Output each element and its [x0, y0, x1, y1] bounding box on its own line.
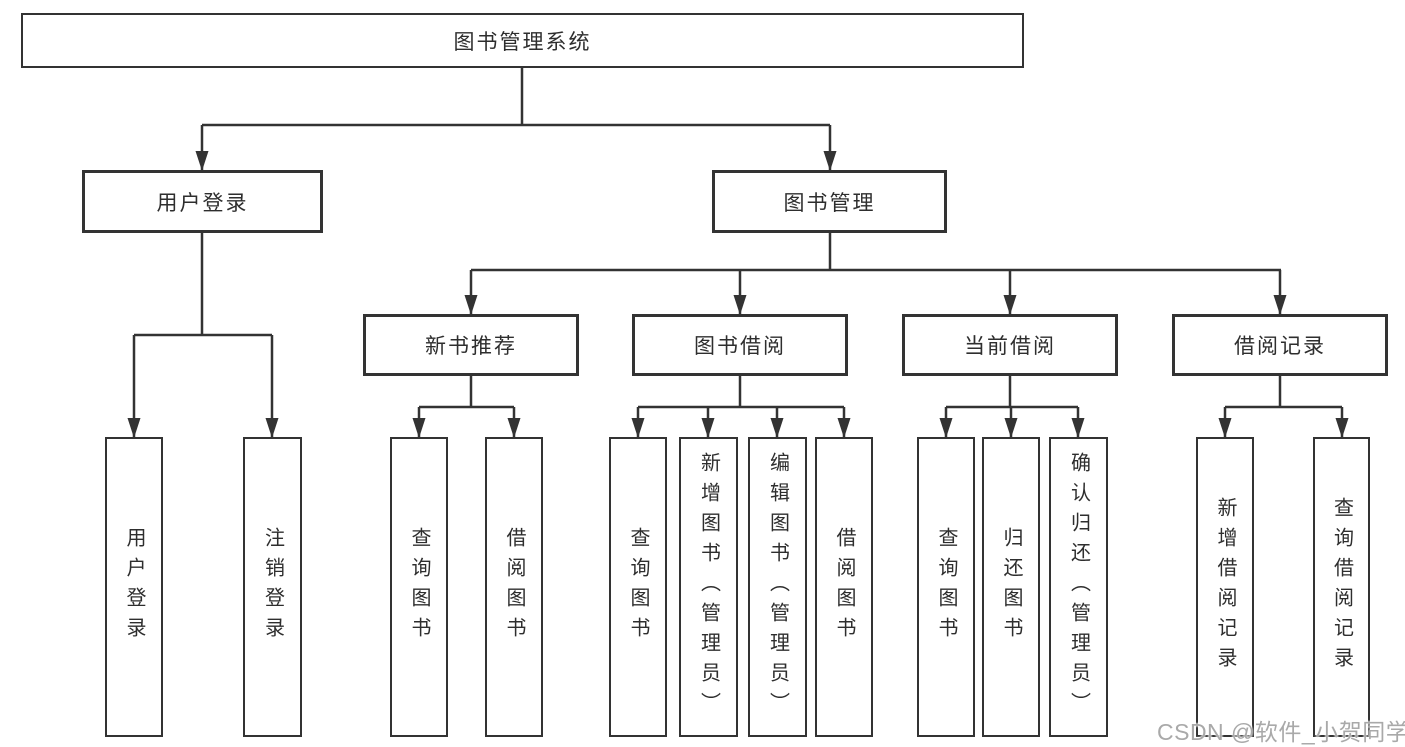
node-label: 确认归还（管理员）	[1067, 452, 1090, 722]
node-add-book-admin: 新增图书（管理员）	[679, 437, 738, 737]
node-add-borrow-record: 新增借阅记录	[1196, 437, 1254, 737]
node-borrow-books-leaf: 借阅图书	[815, 437, 873, 737]
node-new-book-recommend: 新书推荐	[363, 314, 579, 376]
node-query-borrow-record: 查询借阅记录	[1313, 437, 1370, 737]
node-label: 图书管理系统	[453, 30, 592, 54]
node-borrowing-records: 借阅记录	[1172, 314, 1388, 376]
node-logout-leaf: 注销登录	[243, 437, 302, 737]
node-label: 借阅记录	[1234, 335, 1326, 358]
node-current-borrowing: 当前借阅	[902, 314, 1118, 376]
node-label: 借阅图书	[833, 527, 855, 647]
node-label: 当前借阅	[964, 335, 1056, 358]
node-label: 查询图书	[408, 527, 430, 647]
node-user-login-leaf: 用户登录	[105, 437, 163, 737]
node-label: 用户登录	[156, 191, 249, 215]
node-return-books: 归还图书	[982, 437, 1040, 737]
node-label: 图书借阅	[694, 335, 786, 358]
node-edit-book-admin: 编辑图书（管理员）	[748, 437, 807, 737]
node-query-books-current: 查询图书	[917, 437, 975, 737]
node-confirm-return-admin: 确认归还（管理员）	[1049, 437, 1108, 737]
node-label: 查询借阅记录	[1330, 497, 1353, 677]
node-borrow-books-recommend: 借阅图书	[485, 437, 543, 737]
node-label: 用户登录	[123, 527, 145, 647]
node-label: 编辑图书（管理员）	[766, 452, 789, 722]
node-book-borrowing: 图书借阅	[632, 314, 848, 376]
node-query-books-borrowing: 查询图书	[609, 437, 667, 737]
node-book-management: 图书管理	[712, 170, 947, 233]
node-label: 注销登录	[261, 527, 284, 647]
node-label: 新增借阅记录	[1214, 497, 1236, 677]
node-label: 查询图书	[627, 527, 649, 647]
node-library-system: 图书管理系统	[21, 13, 1024, 68]
node-label: 借阅图书	[503, 527, 525, 647]
node-user-login: 用户登录	[82, 170, 323, 233]
node-label: 新增图书（管理员）	[697, 452, 720, 722]
node-query-books-recommend: 查询图书	[390, 437, 448, 737]
node-label: 查询图书	[935, 527, 957, 647]
node-label: 归还图书	[1000, 527, 1022, 647]
watermark: CSDN @软件_小贺同学	[1157, 719, 1405, 745]
node-label: 图书管理	[783, 191, 876, 215]
node-label: 新书推荐	[425, 335, 517, 358]
